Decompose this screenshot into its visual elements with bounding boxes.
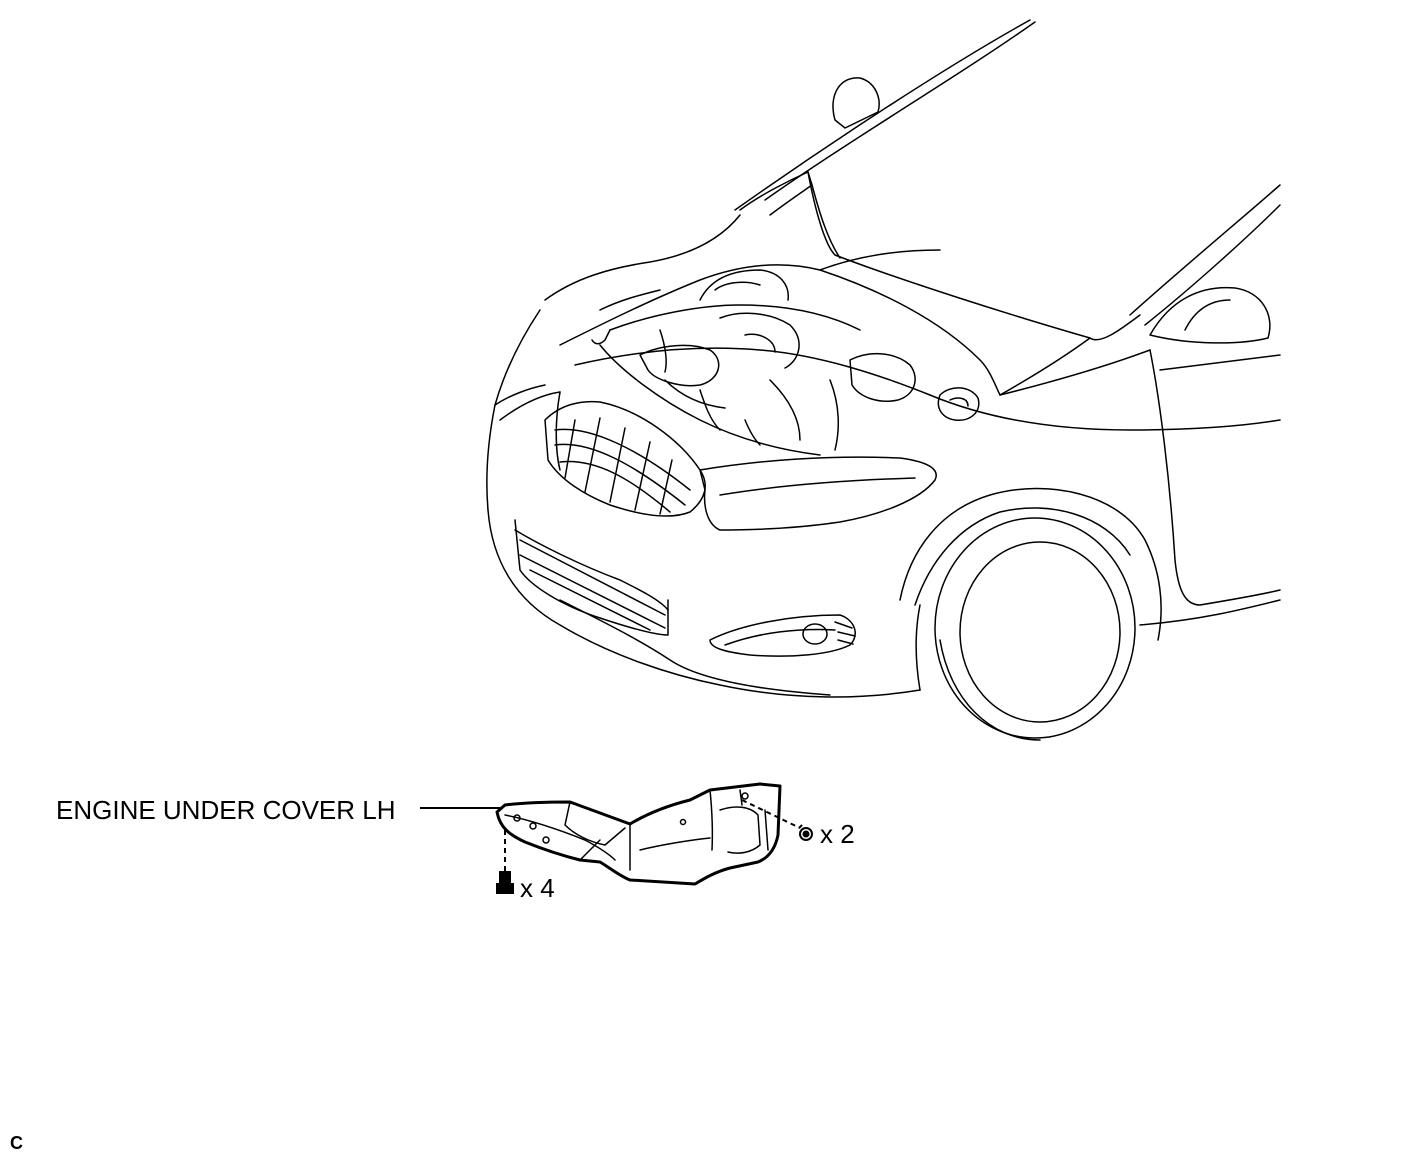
bolt-quantity-label: x 4 xyxy=(520,873,555,903)
part-label: ENGINE UNDER COVER LH xyxy=(56,795,396,825)
vehicle-front-illustration xyxy=(486,19,1281,741)
clip-quantity-label: x 2 xyxy=(820,819,855,849)
bolt-fastener-icon xyxy=(496,830,514,894)
engine-under-cover-part xyxy=(495,782,782,886)
clip-fastener-icon xyxy=(741,799,813,841)
illustration-code: C xyxy=(10,1133,23,1153)
